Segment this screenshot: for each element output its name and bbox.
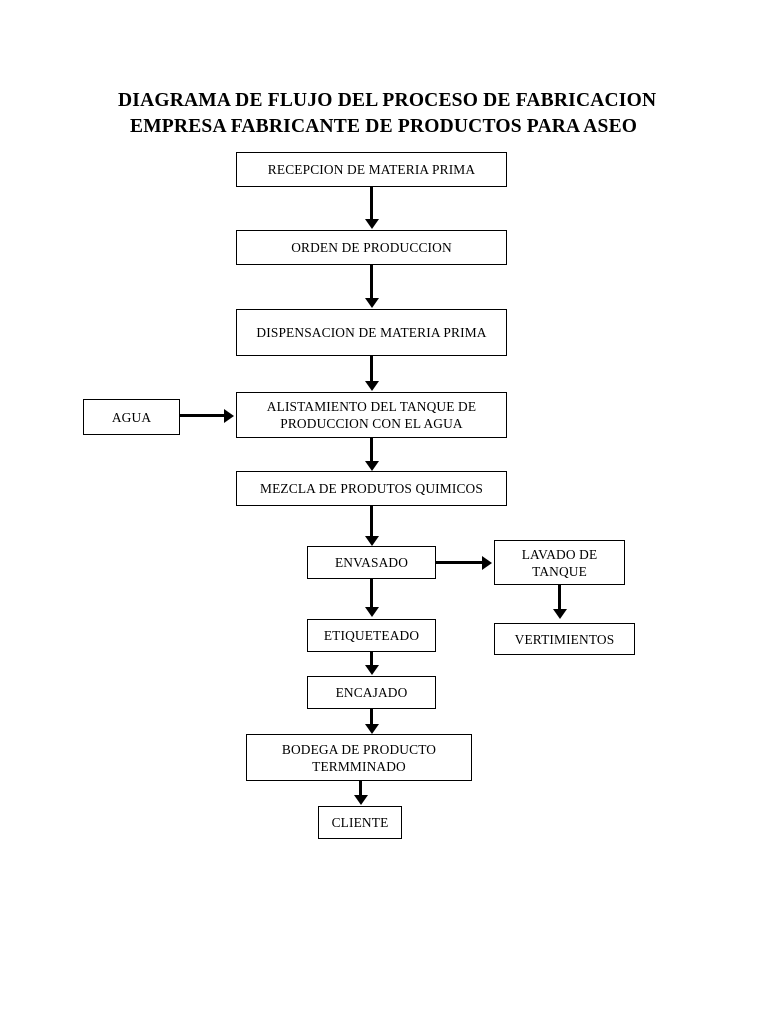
- node-orden-de-produccion[interactable]: ORDEN DE PRODUCCION: [236, 230, 507, 265]
- diagram-title: DIAGRAMA DE FLUJO DEL PROCESO DE FABRICA…: [118, 88, 678, 140]
- edge-orden-to-dispensacion-arrowhead: [364, 298, 379, 308]
- node-label: BODEGA DE PRODUCTO TERMMINADO: [281, 741, 437, 774]
- node-label: ENVASADO: [334, 555, 409, 570]
- edge-agua-to-alistamiento-shaft: [180, 414, 225, 417]
- edge-etiqueteado-to-encajado-arrowhead: [364, 665, 379, 675]
- edge-recepcion-to-orden-shaft: [370, 187, 373, 221]
- edge-bodega-to-cliente-shaft: [359, 781, 362, 797]
- node-lavado-de-tanque[interactable]: LAVADO DE TANQUE: [494, 540, 625, 585]
- node-envasado[interactable]: ENVASADO: [307, 546, 436, 579]
- node-label: CLIENTE: [331, 815, 389, 830]
- node-bodega-producto-terminado[interactable]: BODEGA DE PRODUCTO TERMMINADO: [246, 734, 472, 781]
- node-label: ALISTAMIENTO DEL TANQUE DE PRODUCCION CO…: [266, 399, 477, 431]
- node-label: LAVADO DE TANQUE: [521, 546, 598, 579]
- node-label: MEZCLA DE PRODUTOS QUIMICOS: [260, 481, 483, 496]
- node-label: ORDEN DE PRODUCCION: [291, 240, 452, 255]
- edge-alistamiento-to-mezcla-arrowhead: [364, 461, 379, 471]
- edge-lavado-to-vertimientos-shaft: [558, 585, 561, 611]
- node-label: ENCAJADO: [335, 685, 408, 700]
- edge-bodega-to-cliente-arrowhead: [353, 795, 368, 805]
- node-etiqueteado[interactable]: ETIQUETEADO: [307, 619, 436, 652]
- node-label: ETIQUETEADO: [323, 628, 420, 643]
- node-label: AGUA: [111, 409, 152, 425]
- edge-orden-to-dispensacion-shaft: [370, 265, 373, 300]
- node-recepcion-materia-prima[interactable]: RECEPCION DE MATERIA PRIMA: [236, 152, 507, 187]
- edge-encajado-to-bodega-arrowhead: [364, 724, 379, 734]
- diagram-title-line-2: EMPRESA FABRICANTE DE PRODUCTOS PARA ASE…: [130, 116, 638, 137]
- node-label: VERTIMIENTOS: [514, 631, 615, 647]
- edge-mezcla-to-envasado-shaft: [370, 506, 373, 538]
- edge-dispensacion-to-alistamiento-arrowhead: [364, 381, 379, 391]
- node-vertimientos[interactable]: VERTIMIENTOS: [494, 623, 635, 655]
- edge-encajado-to-bodega-shaft: [370, 709, 373, 726]
- node-encajado[interactable]: ENCAJADO: [307, 676, 436, 709]
- diagram-title-line-1: DIAGRAMA DE FLUJO DEL PROCESO DE FABRICA…: [118, 90, 657, 111]
- edge-lavado-to-vertimientos-arrowhead: [552, 609, 567, 619]
- edge-agua-to-alistamiento-arrowhead: [224, 408, 234, 423]
- node-label: RECEPCION DE MATERIA PRIMA: [267, 162, 476, 177]
- node-dispensacion-materia-prima[interactable]: DISPENSACION DE MATERIA PRIMA: [236, 309, 507, 356]
- node-agua[interactable]: AGUA: [83, 399, 180, 435]
- node-cliente[interactable]: CLIENTE: [318, 806, 402, 839]
- edge-dispensacion-to-alistamiento-shaft: [370, 356, 373, 383]
- node-alistamiento-tanque[interactable]: ALISTAMIENTO DEL TANQUE DE PRODUCCION CO…: [236, 392, 507, 438]
- edge-mezcla-to-envasado-arrowhead: [364, 536, 379, 546]
- edge-envasado-to-etiqueteado-shaft: [370, 579, 373, 609]
- node-label: DISPENSACION DE MATERIA PRIMA: [256, 325, 487, 340]
- edge-etiqueteado-to-encajado-shaft: [370, 652, 373, 668]
- edge-recepcion-to-orden-arrowhead: [364, 219, 379, 229]
- edge-envasado-to-lavado-arrowhead: [482, 555, 492, 570]
- edge-alistamiento-to-mezcla-shaft: [370, 438, 373, 463]
- edge-envasado-to-etiqueteado-arrowhead: [364, 607, 379, 617]
- edge-envasado-to-lavado-shaft: [436, 561, 483, 564]
- node-mezcla-productos-quimicos[interactable]: MEZCLA DE PRODUTOS QUIMICOS: [236, 471, 507, 506]
